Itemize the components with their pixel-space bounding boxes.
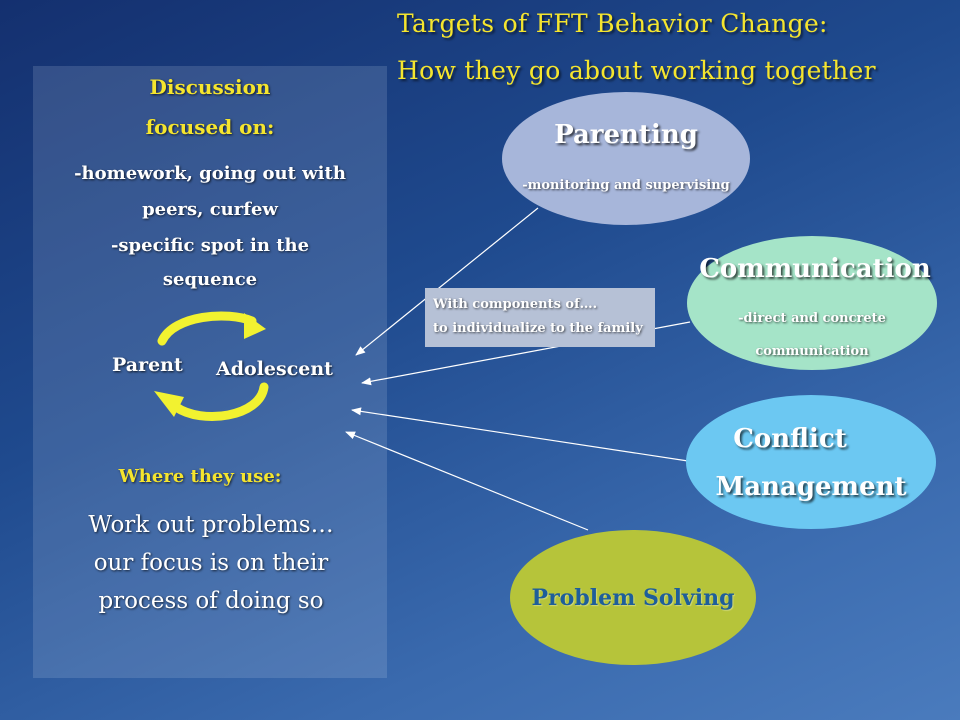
- discussion-bullet-homework: -homework, going out with peers, curfew: [74, 163, 346, 220]
- conflict-management-ellipse: [686, 395, 936, 529]
- parenting-heading: Parenting: [554, 120, 698, 150]
- parent-adolescent-cycle-icon: [154, 311, 269, 422]
- conflict-heading-2: Management: [715, 472, 907, 502]
- cycle-arrow-top: [157, 311, 257, 346]
- arrow-from-parenting: [355, 207, 539, 356]
- cycle-label-adolescent: Adolescent: [216, 358, 333, 380]
- communication-subtext-1: -direct and concrete: [738, 311, 886, 326]
- arrow-from-conflict: [351, 407, 689, 462]
- communication-ellipse: [687, 236, 937, 370]
- discussion-panel: Discussion focused on: -homework, going …: [33, 66, 387, 678]
- cycle-arrow-bottom: [171, 382, 269, 422]
- cycle-arrowhead-left: [154, 391, 184, 417]
- title-line-1: Targets of FFT Behavior Change:: [397, 9, 828, 38]
- title-line-2: How they go about working together: [397, 56, 876, 85]
- components-line-1: With components of….: [433, 297, 598, 312]
- discussion-heading-2: focused on:: [145, 115, 275, 139]
- work-out-problems-text: Work out problems…our focus is on their …: [88, 512, 334, 614]
- problem-solving-ellipse: [510, 530, 756, 665]
- problem-solving-heading: Problem Solving: [531, 585, 735, 611]
- where-they-use-label: Where they use:: [118, 466, 282, 487]
- discussion-heading-1: Discussion: [149, 75, 271, 99]
- parenting-subtext: -monitoring and supervising: [522, 178, 730, 193]
- cycle-arrowhead-right: [244, 313, 266, 339]
- conflict-heading-1: Conflict: [733, 424, 847, 454]
- arrow-from-problem-solving: [345, 431, 589, 531]
- components-box: With components of…. to individualize to…: [425, 288, 655, 347]
- discussion-bullet-sequence: -specific spot in the sequence: [110, 235, 310, 290]
- components-line-2: to individualize to the family: [433, 321, 643, 336]
- cycle-label-parent: Parent: [112, 354, 183, 376]
- parenting-ellipse: [502, 92, 750, 225]
- communication-subtext-2: communication: [755, 344, 869, 359]
- communication-heading: Communication: [699, 254, 931, 284]
